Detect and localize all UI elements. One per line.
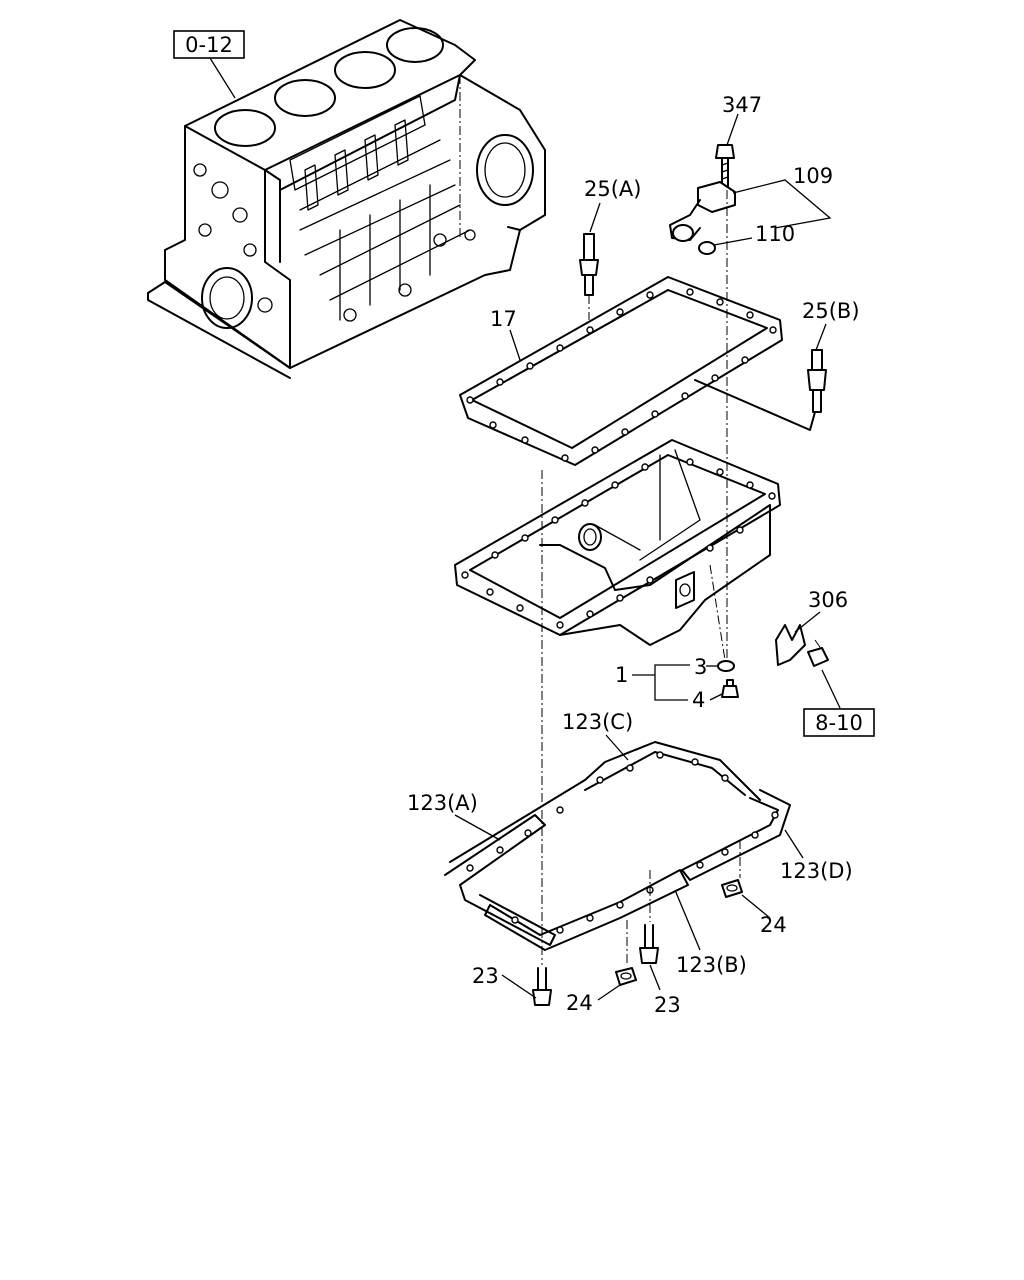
callout-1: 1 <box>615 663 628 687</box>
lower-gasket-holes <box>466 751 779 934</box>
callout-123b: 123(B) <box>676 953 747 977</box>
callout-25b: 25(B) <box>802 299 860 323</box>
callout-3: 3 <box>694 655 707 679</box>
callout-110: 110 <box>755 222 795 246</box>
callout-347: 347 <box>722 93 762 117</box>
bolt-23-left[interactable] <box>532 967 552 1006</box>
callout-4: 4 <box>692 688 705 712</box>
leader-lines <box>454 113 841 1001</box>
callout-23-right: 23 <box>654 993 681 1017</box>
callout-306: 306 <box>808 588 848 612</box>
reference-box-8-10-label: 8-10 <box>815 711 863 735</box>
callout-24-right: 24 <box>760 913 787 937</box>
gasket-bolt-holes <box>466 288 777 462</box>
oil-pan <box>454 439 781 646</box>
oil-pan-bolt-holes <box>461 458 776 629</box>
reference-box-8-10[interactable]: 8-10 <box>803 708 875 737</box>
bolt-23-right[interactable] <box>639 924 659 964</box>
oil-pan-gasket <box>459 276 783 466</box>
callout-123d: 123(D) <box>780 859 853 883</box>
alignment-lines <box>541 190 823 966</box>
washer-3[interactable] <box>717 660 735 672</box>
engine-block-illustration <box>147 19 546 379</box>
callout-24-left: 24 <box>566 991 593 1015</box>
callout-25a: 25(A) <box>584 177 641 201</box>
callout-109: 109 <box>793 164 833 188</box>
callout-17: 17 <box>490 307 517 331</box>
stud-25b[interactable] <box>807 349 827 413</box>
baffle-gasket-segments <box>444 741 791 951</box>
nut-24-left[interactable] <box>615 967 637 986</box>
oil-level-sensor-109[interactable] <box>669 181 736 242</box>
clip-306[interactable] <box>775 624 806 666</box>
callout-123a: 123(A) <box>407 791 478 815</box>
o-ring-110[interactable] <box>698 241 716 255</box>
callout-23-left: 23 <box>472 964 499 988</box>
drain-plug-4[interactable] <box>721 679 739 698</box>
reference-box-0-12-label: 0-12 <box>185 33 233 57</box>
connector-8-10[interactable] <box>807 647 829 667</box>
reference-box-0-12[interactable]: 0-12 <box>173 30 245 59</box>
stud-25a[interactable] <box>579 233 599 296</box>
nut-24-right[interactable] <box>721 879 743 898</box>
callout-123c: 123(C) <box>562 710 633 734</box>
